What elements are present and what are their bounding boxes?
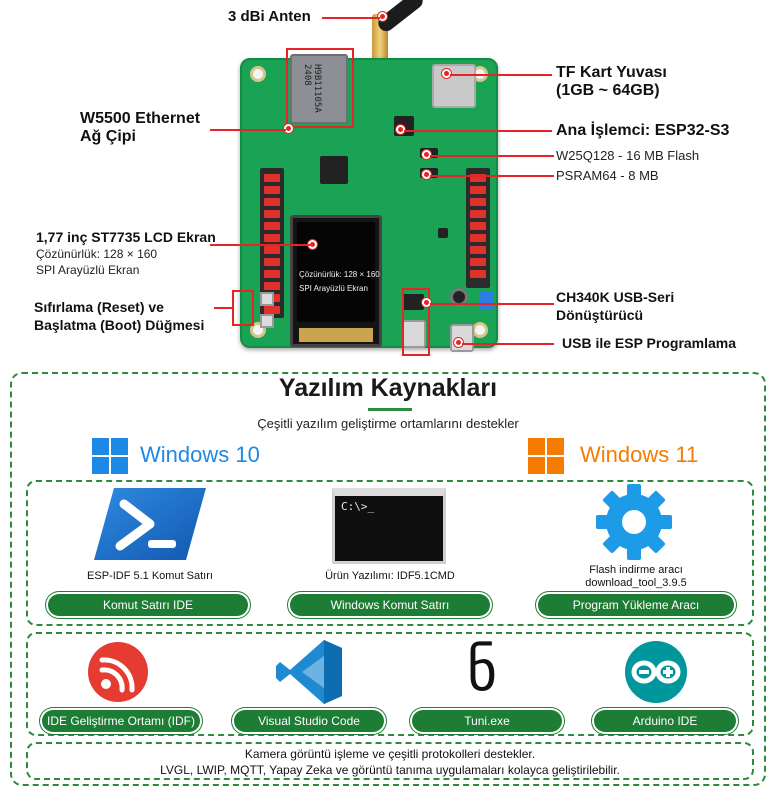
leader-line (430, 155, 554, 157)
leader-line (322, 17, 380, 19)
antenna-pointer (378, 12, 387, 21)
gear-caption-2: download_tool_3.9.5 (585, 577, 687, 589)
flash-label: W25Q128 - 16 MB Flash (556, 148, 700, 163)
leader-line (210, 129, 286, 131)
ide-panel: IDE Geliştirme Ortamı (IDF) Visual Studi… (26, 632, 754, 736)
pcb-board: H9B11105A 2408 (240, 54, 498, 352)
reset-label: Sıfırlama (Reset) ve (34, 299, 164, 315)
section-title: Yazılım Kaynakları (278, 374, 498, 402)
software-resources-section: Yazılım Kaynakları Çeşitli yazılım geliş… (10, 372, 766, 786)
usb-prog-label: USB ile ESP Programlama (562, 335, 737, 351)
leader-line (430, 175, 554, 177)
lcd-screen-text: SPI Arayüzlü Ekran (299, 284, 368, 293)
ethernet-highlight-box (286, 48, 354, 128)
usb-port-esp (450, 324, 474, 352)
windows-command-line-button[interactable]: Windows Komut Satırı (290, 594, 490, 616)
lcd-res-label: Çözünürlük: 128 × 160 (36, 247, 158, 261)
board-illustration-area: H9B11105A 2408 (0, 0, 776, 368)
ch340k-chip (402, 294, 424, 310)
windows-11-logo-icon (528, 438, 564, 474)
arduino-logo-icon (625, 641, 687, 703)
ethernet-chip-marking: H9B11105A 2408 (302, 64, 322, 113)
leader-line (450, 74, 552, 76)
ch340-pointer (422, 298, 431, 307)
command-line-ide-button[interactable]: Komut Satırı IDE (48, 594, 248, 616)
psram-label: PSRAM64 - 8 MB (556, 168, 659, 183)
cmd-terminal-icon: C:\>_ (332, 488, 446, 564)
program-upload-tool-button[interactable]: Program Yükleme Aracı (538, 594, 734, 616)
ethernet-label-2: Ağ Çipi (80, 128, 136, 145)
windows-10-logo-icon (92, 438, 128, 474)
gear-icon (596, 484, 672, 560)
leader-line (462, 343, 554, 345)
power-switch (480, 292, 494, 310)
tf-label: TF Kart Yuvası (556, 64, 667, 81)
powershell-caption: ESP-IDF 5.1 Komut Satırı (87, 570, 213, 582)
cpu-pointer (396, 125, 405, 134)
reset-label-2: Başlatma (Boot) Düğmesi (34, 317, 205, 333)
vscode-icon (276, 640, 342, 704)
tf-label-range: (1GB ~ 64GB) (556, 82, 660, 99)
leader-line (214, 307, 234, 309)
windows-11-label: Windows 11 (580, 442, 699, 467)
lcd-spi-label: SPI Arayüzlü Ekran (36, 263, 140, 277)
title-underline (368, 408, 412, 411)
usb-pointer (454, 338, 463, 347)
tuni-logo-icon: ნ (466, 636, 498, 704)
footer-line-1: Kamera görüntü işleme ve çeşitli protoko… (244, 747, 536, 761)
section-subtitle: Çeşitli yazılım geliştirme ortamlarını d… (257, 416, 519, 431)
footer-line-2: LVGL, LWIP, MQTT, Yapay Zeka ve görüntü … (160, 763, 620, 777)
visual-studio-code-button[interactable]: Visual Studio Code (234, 710, 384, 732)
right-pin-header (466, 168, 490, 288)
ethernet-chip: H9B11105A 2408 (290, 54, 348, 124)
lcd-label: 1,77 inç ST7735 LCD Ekran (36, 229, 216, 245)
footer-note: Kamera görüntü işleme ve çeşitli protoko… (26, 742, 754, 780)
leader-line (210, 244, 310, 246)
cpu-label: Ana İşlemci: ESP32-S3 (556, 122, 730, 139)
ch340-label: CH340K USB-Seri (556, 289, 675, 305)
cmd-caption: Ürün Yazılımı: IDF5.1CMD (325, 570, 455, 582)
powershell-icon (94, 488, 206, 560)
ethernet-label: W5500 Ethernet (80, 110, 201, 127)
lcd-display: Çözünürlük: 128 × 160 SPI Arayüzlü Ekran (290, 215, 382, 347)
windows-10-label: Windows 10 (140, 442, 260, 467)
lcd-screen-text: Çözünürlük: 128 × 160 (299, 270, 380, 279)
antenna-label: 3 dBi Anten (228, 8, 311, 25)
tf-pointer (442, 69, 451, 78)
reset-button (260, 292, 274, 306)
small-ic (320, 156, 348, 184)
ethernet-pointer (284, 124, 293, 133)
ch340-label-2: Dönüştürücü (556, 307, 644, 323)
tf-card-slot (432, 64, 476, 108)
boot-button (260, 314, 274, 328)
tools-panel: ESP-IDF 5.1 Komut Satırı Komut Satırı ID… (26, 480, 754, 626)
tuni-exe-button[interactable]: Tuni.exe (412, 710, 562, 732)
ch340-highlight-box (402, 288, 430, 356)
terminal-prompt-text: C:\>_ (341, 500, 375, 513)
ide-development-button[interactable]: IDE Geliştirme Ortamı (IDF) (42, 710, 200, 732)
buttons-highlight-box (232, 290, 254, 326)
psram-pointer (422, 170, 431, 179)
mount-hole (250, 66, 266, 82)
gear-caption-1: Flash indirme aracı (589, 564, 683, 576)
flash-pointer (422, 150, 431, 159)
usb-port-serial (402, 320, 426, 348)
small-ic (438, 228, 448, 238)
leader-line (430, 303, 554, 305)
arduino-ide-button[interactable]: Arduino IDE (594, 710, 736, 732)
mount-hole (472, 322, 488, 338)
espressif-logo-icon (88, 642, 148, 702)
leader-line (404, 130, 552, 132)
